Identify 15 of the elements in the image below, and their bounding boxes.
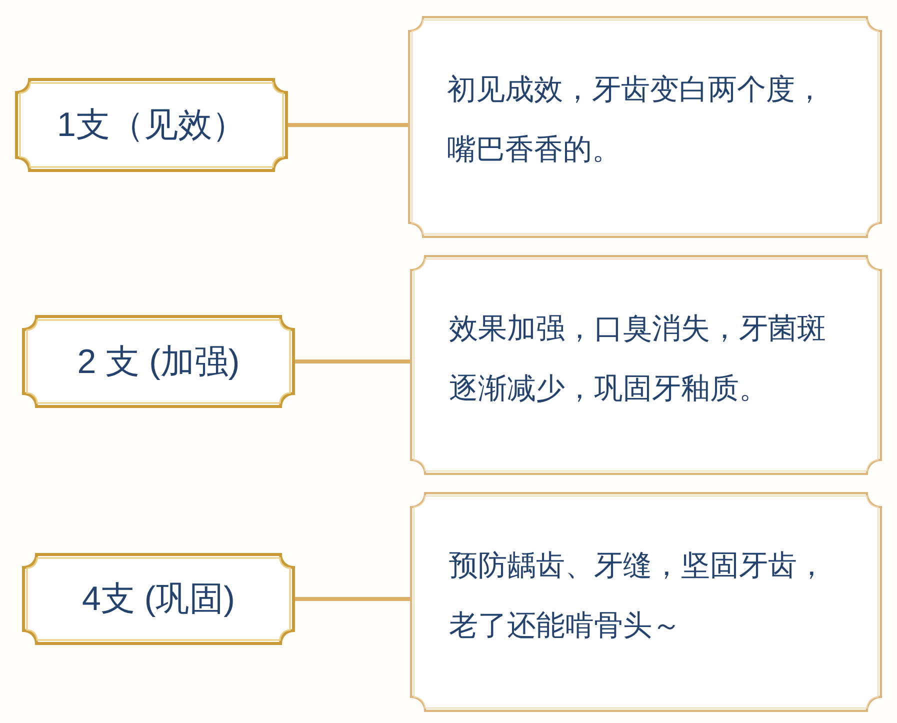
stage-label-box: [15, 78, 288, 172]
connector-line: [295, 597, 410, 601]
connector-line: [288, 123, 408, 127]
description-text: 预防龋齿、牙缝，坚固牙齿，老了还能啃骨头～: [449, 549, 827, 644]
stage-label-box: [22, 553, 295, 645]
description-text: 初见成效，牙齿变白两个度，嘴巴香香的。: [447, 73, 825, 168]
description-card: [410, 255, 882, 475]
description-text: 效果加强，口臭消失，牙菌斑逐渐减少，巩固牙釉质。: [449, 312, 827, 407]
stage-label-box: [22, 315, 295, 408]
stage-label: 4支 (巩固): [82, 579, 235, 619]
connector-line: [295, 360, 410, 364]
description-card: [410, 492, 882, 712]
stage-label: 2 支 (加强): [77, 342, 240, 382]
stage-label: 1支（见效）: [57, 105, 246, 145]
description-card: [408, 16, 882, 238]
